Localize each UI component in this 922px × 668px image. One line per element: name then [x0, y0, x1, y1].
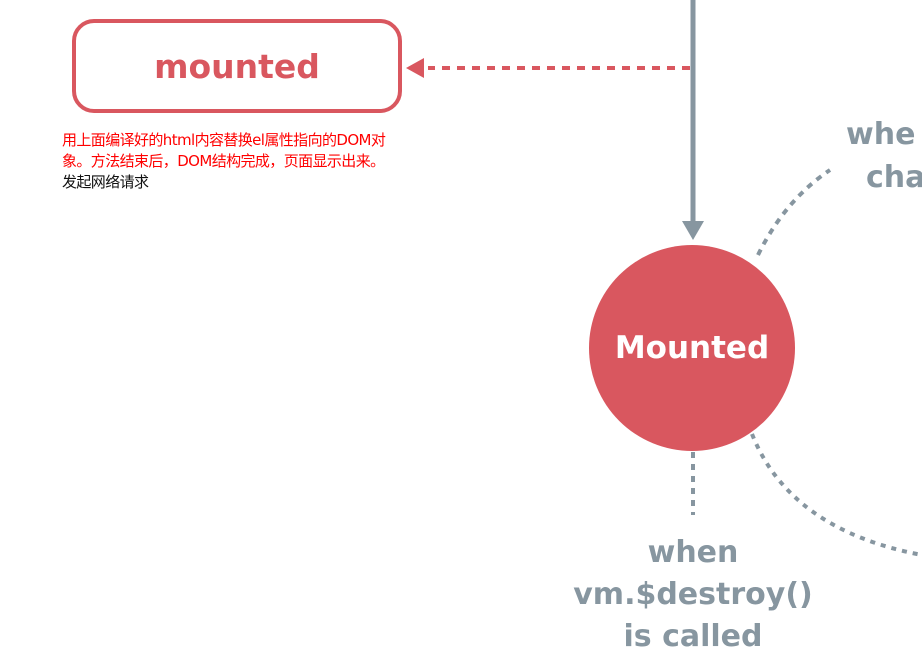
changed-label-line-2: cha: [866, 160, 922, 195]
mounted-state-circle: Mounted: [589, 245, 795, 451]
update-dotted-curve: [756, 168, 832, 256]
note-red-line-1: 用上面编译好的html内容替换el属性指向的DOM对: [62, 131, 386, 149]
note-black-line: 发起网络请求: [62, 173, 149, 191]
destroy-label-line-1: when: [647, 535, 739, 570]
destroy-label-line-3: is called: [623, 619, 763, 654]
destroy-condition-label: when vm.$destroy() is called: [540, 532, 846, 658]
annotation-note: 用上面编译好的html内容替换el属性指向的DOM对 象。方法结束后，DOM结构…: [62, 130, 532, 193]
mounted-hook-label: mounted: [154, 46, 320, 86]
note-red-line-2: 象。方法结束后，DOM结构完成，页面显示出来。: [62, 152, 385, 170]
hook-arrowhead: [406, 58, 424, 78]
mounted-state-label: Mounted: [614, 330, 770, 366]
destroy-dotted-curve: [750, 433, 922, 557]
main-flow-arrowhead: [682, 221, 704, 240]
destroy-label-line-2: vm.$destroy(): [573, 577, 813, 612]
changed-label-line-1: whe: [846, 117, 916, 152]
data-changed-label: whe cha: [846, 113, 922, 199]
mounted-hook-box: mounted: [72, 19, 402, 113]
